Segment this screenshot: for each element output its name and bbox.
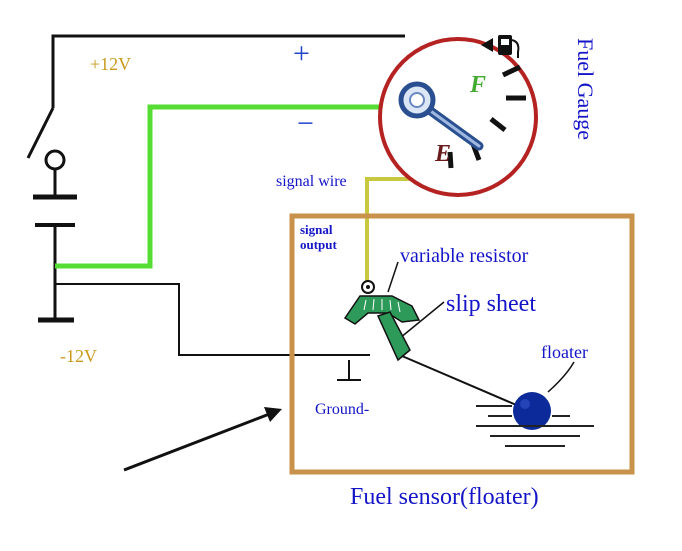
- ground-wire: [55, 283, 370, 356]
- signal-wire-label: signal wire: [276, 173, 347, 190]
- leader-lines: [387, 261, 575, 393]
- fuel-gauge: F E: [378, 35, 538, 197]
- float-arm: [376, 311, 529, 411]
- plus-sign: +: [293, 37, 310, 70]
- positive-voltage-label: +12V: [90, 54, 131, 74]
- negative-wire: [55, 104, 380, 269]
- variable-resistor-label: variable resistor: [400, 245, 529, 267]
- signal-wire: [365, 177, 418, 282]
- sensor-caption: Fuel sensor(floater): [350, 484, 539, 510]
- fuel-pump-icon: [481, 35, 520, 58]
- ground-symbol: [337, 360, 361, 381]
- signal-output-label-line1: signal: [300, 222, 333, 237]
- gauge-title: Fuel Gauge: [573, 38, 598, 140]
- signal-output-label-line2: output: [300, 237, 338, 252]
- fuel-sensor-box: [289, 213, 635, 475]
- positive-wire: [51, 34, 405, 108]
- gauge-full-label: F: [469, 72, 486, 98]
- switch-symbol: [26, 107, 66, 195]
- gauge-needle-icon: [398, 81, 484, 151]
- variable-resistor: [343, 280, 421, 325]
- ground-label: Ground-: [315, 401, 369, 418]
- slip-sheet-label: slip sheet: [446, 291, 536, 317]
- floater-label: floater: [541, 342, 588, 362]
- gauge-empty-label: E: [434, 141, 451, 167]
- minus-sign: −: [297, 107, 314, 140]
- float-ball-icon: [513, 392, 551, 430]
- fuel-surface: [476, 405, 594, 447]
- negative-voltage-label: -12V: [60, 346, 97, 366]
- pointer-arrow-icon: [123, 407, 282, 472]
- battery-symbol: [33, 194, 77, 323]
